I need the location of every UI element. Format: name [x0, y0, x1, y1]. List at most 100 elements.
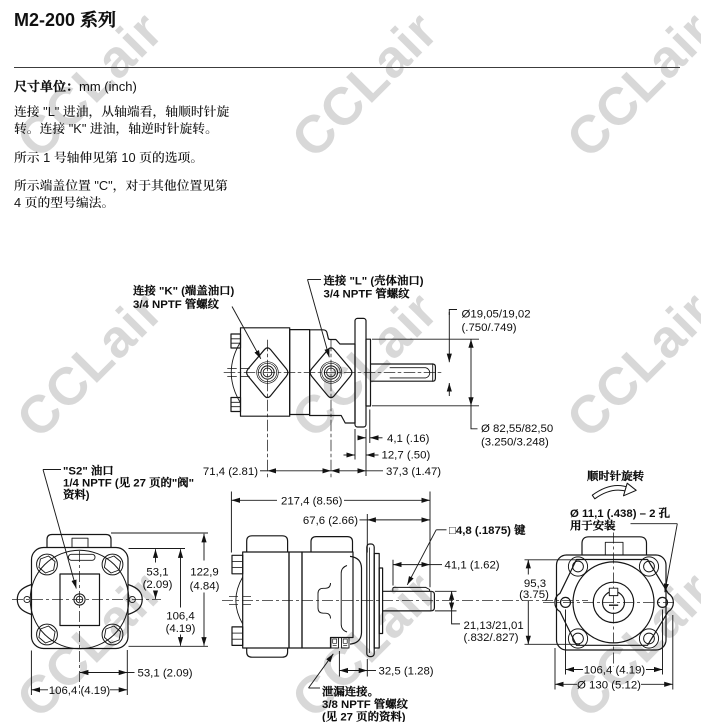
- bottom-cap-top: [246, 535, 289, 552]
- k-port-label: 连接 "K" (端盖油口): [132, 285, 234, 298]
- outline-circle: [36, 623, 58, 646]
- dim-95-3: 95,3: [524, 578, 546, 590]
- rear-view-drawing: [12, 533, 161, 694]
- rear-view-dimensions: [30, 469, 208, 695]
- front-right-mount-hole: [656, 596, 669, 609]
- side-pilot: [365, 338, 372, 407]
- dim-217-4: 217,4 (8.56): [281, 495, 343, 507]
- side-rear-arc: [230, 341, 241, 404]
- outline-path: [432, 363, 436, 382]
- drain-label2: 3/8 NPTF 管螺纹: [322, 698, 409, 711]
- outline-circle: [36, 553, 58, 576]
- outline-circle: [256, 361, 279, 384]
- outline-circle: [321, 362, 341, 383]
- outline-circle: [326, 367, 336, 378]
- bottom-bell: [349, 555, 363, 645]
- bottom-gasket: [288, 551, 303, 649]
- drain-label: 泄漏连接。: [321, 685, 379, 698]
- bottom-pilot: [378, 567, 384, 635]
- outline-circle: [643, 560, 655, 573]
- outline-path: [591, 485, 631, 500]
- outline-rect: [231, 554, 244, 575]
- s2-label3: 资料): [63, 489, 90, 502]
- shaft-diameter-label2: (.750/.749): [462, 322, 517, 334]
- front-top-boss: [581, 536, 648, 555]
- front-keyway: [608, 587, 619, 597]
- outline-circle: [572, 632, 584, 645]
- side-gasket: [289, 329, 311, 416]
- l-port-label: 连接 "L" (壳体油口): [323, 274, 424, 287]
- dim-37-3: 37,3 (1.47): [386, 466, 441, 478]
- paragraph-shaft: 所示 1 号轴伸见第 10 页的选项。: [14, 150, 204, 165]
- outline-path: [622, 482, 637, 497]
- dim-95-3-2: (3.75): [519, 589, 549, 601]
- l-port: [319, 361, 343, 384]
- s2-label2: 1/4 NPTF (见 27 页的"阀": [63, 477, 194, 490]
- outline-circle: [257, 362, 278, 383]
- units-value: mm (inch): [79, 79, 137, 94]
- dim-106-4-v: 106,4: [166, 611, 195, 623]
- side-shaft: [369, 363, 436, 382]
- front-bell-outline: [554, 558, 674, 646]
- outline-circle: [638, 628, 660, 649]
- dim-12-7: 12,7 (.50): [382, 449, 431, 461]
- bottom-view-drawing: [222, 535, 588, 658]
- rear-right-ear: [127, 583, 143, 616]
- outline-rect: [341, 637, 350, 649]
- bottom-shaft: [382, 586, 435, 612]
- outline-circle: [567, 556, 589, 577]
- paragraph-rotation: 连接 "L" 进油，从轴端看，轴顺时针旋 转。连接 "K" 进油，轴逆时针旋转。: [14, 103, 230, 136]
- bottom-rear-arc: [235, 576, 244, 625]
- drain-leader: [308, 653, 334, 689]
- k-port: [256, 361, 279, 384]
- front-plate: [555, 554, 667, 651]
- outline-rect: [332, 638, 338, 644]
- outline-circle: [567, 628, 589, 649]
- outline-circle: [319, 361, 343, 384]
- key-leader: [406, 529, 437, 586]
- bottom-break-ticks: [229, 596, 251, 605]
- dim-4-1: 4,1 (.16): [387, 433, 430, 445]
- dim-41-1: 41,1 (1.62): [445, 560, 500, 572]
- outline-path: [431, 590, 435, 612]
- dim-32-5: 32,5 (1.28): [379, 666, 434, 678]
- drain-label3: (见 27 页的资料): [322, 711, 406, 722]
- outline-rect: [231, 626, 244, 647]
- front-view-labels: 顺时针旋转 Ø 11,1 (.438) – 2 孔 用于安装 95,3 (3.7…: [519, 470, 671, 692]
- dim-53-1-v: 53,1: [146, 567, 168, 579]
- outline-rect: [230, 333, 242, 349]
- bottom-view-labels: □4,8 (.1875) 键 41,1 (1.62) 21,13/21,01 (…: [321, 524, 526, 722]
- leader-line: [448, 309, 457, 315]
- l-port-leader: [307, 279, 330, 358]
- dim-106-4-front: 106,4 (4.19): [584, 665, 646, 677]
- dim-106-4-h: 106,4 (4.19): [49, 685, 111, 697]
- front-top-boss-notch: [604, 541, 624, 555]
- side-view-dimensions: [231, 279, 479, 476]
- bottom-waist: [317, 582, 331, 619]
- outline-circle: [101, 623, 124, 646]
- outline-path: [389, 367, 431, 379]
- shaft-diameter-label: Ø19,05/19,02: [462, 308, 531, 320]
- rear-slot: [68, 553, 96, 561]
- rear-bolts: [36, 553, 124, 646]
- l-port-boss: [309, 347, 353, 399]
- bottom-cap-bottom: [246, 648, 289, 658]
- outline-rect: [230, 396, 242, 413]
- page-title: M2-200 系列: [14, 10, 117, 30]
- dim-71-4: 71,4 (2.81): [203, 466, 258, 478]
- dim-122-9-2: (4.84): [190, 581, 220, 593]
- rotation-label: 顺时针旋转: [587, 470, 645, 483]
- outline-circle: [638, 556, 660, 577]
- side-view-drawing: [223, 317, 445, 478]
- s2-port-outer: [73, 593, 86, 606]
- front-left-mount-hole: [559, 596, 572, 609]
- pilot-diameter-label2: (3.250/3.248): [481, 436, 549, 448]
- outline-circle: [101, 553, 124, 576]
- bottom-cap2-top: [310, 536, 354, 552]
- bottom-view-dimensions: [308, 529, 460, 689]
- s2-label: "S2" 油口: [63, 465, 114, 478]
- shaft-dia-21: 21,13/21,01: [464, 620, 524, 632]
- leader-line: [470, 405, 478, 430]
- mount-holes-label2: 用于安装: [570, 519, 616, 532]
